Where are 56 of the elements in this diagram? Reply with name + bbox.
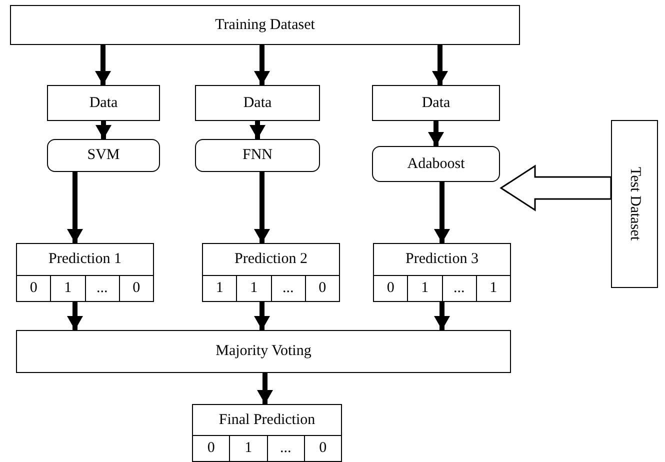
- model-box: [47, 139, 160, 172]
- prediction-table: [373, 243, 511, 302]
- value-cell: 0: [304, 436, 341, 461]
- value-cell: ...: [442, 276, 476, 301]
- arrow: [500, 164, 612, 212]
- arrow: [254, 302, 270, 330]
- node-label: Adaboost: [407, 156, 465, 172]
- arrow: [67, 302, 83, 330]
- process-box: [47, 85, 160, 121]
- node-label: Data: [89, 94, 118, 112]
- value-cell-text: 0: [28, 278, 38, 298]
- table-heading: Prediction 2: [203, 244, 339, 276]
- value-cell: ...: [266, 436, 304, 461]
- node-label: Data: [243, 94, 272, 112]
- arrow: [434, 302, 450, 330]
- arrow: [432, 45, 448, 85]
- prediction-table: [202, 243, 340, 302]
- model-box: [372, 146, 500, 182]
- arrow: [67, 172, 83, 243]
- value-cell: ...: [84, 276, 119, 301]
- value-cell: 0: [304, 276, 339, 301]
- arrow: [254, 45, 270, 85]
- value-cell-text: 0: [386, 278, 396, 298]
- arrow: [250, 121, 266, 139]
- prediction-table: [16, 243, 154, 302]
- value-cell: 1: [50, 276, 84, 301]
- prediction-table: [192, 404, 342, 462]
- process-box: [372, 85, 500, 121]
- process-box: [16, 330, 511, 373]
- node-label: Test Dataset: [626, 167, 643, 241]
- arrow: [434, 182, 450, 243]
- arrow: [257, 373, 273, 404]
- table-heading: Final Prediction: [193, 405, 341, 436]
- value-cell: 0: [118, 276, 153, 301]
- process-box: [195, 85, 320, 121]
- node-label: Training Dataset: [215, 16, 315, 34]
- value-cell-text: 0: [206, 439, 216, 458]
- dataset-box: [611, 120, 658, 288]
- value-cell: 1: [236, 276, 270, 301]
- value-cell: ...: [270, 276, 305, 301]
- node-label: FNN: [242, 147, 272, 164]
- arrow: [254, 172, 270, 243]
- process-box: [10, 5, 520, 45]
- value-cell-text: 1: [214, 278, 224, 298]
- table-heading: Prediction 3: [374, 244, 510, 276]
- arrow: [428, 121, 444, 146]
- table-heading: Prediction 1: [17, 244, 153, 276]
- node-label: SVM: [87, 147, 120, 164]
- arrow: [96, 121, 112, 139]
- arrow: [95, 45, 111, 85]
- value-cell: 1: [476, 276, 510, 301]
- value-cell: 1: [407, 276, 442, 301]
- model-box: [195, 139, 320, 172]
- node-label: Data: [422, 94, 450, 112]
- node-label: Majority Voting: [216, 343, 312, 360]
- value-cell: 1: [229, 436, 266, 461]
